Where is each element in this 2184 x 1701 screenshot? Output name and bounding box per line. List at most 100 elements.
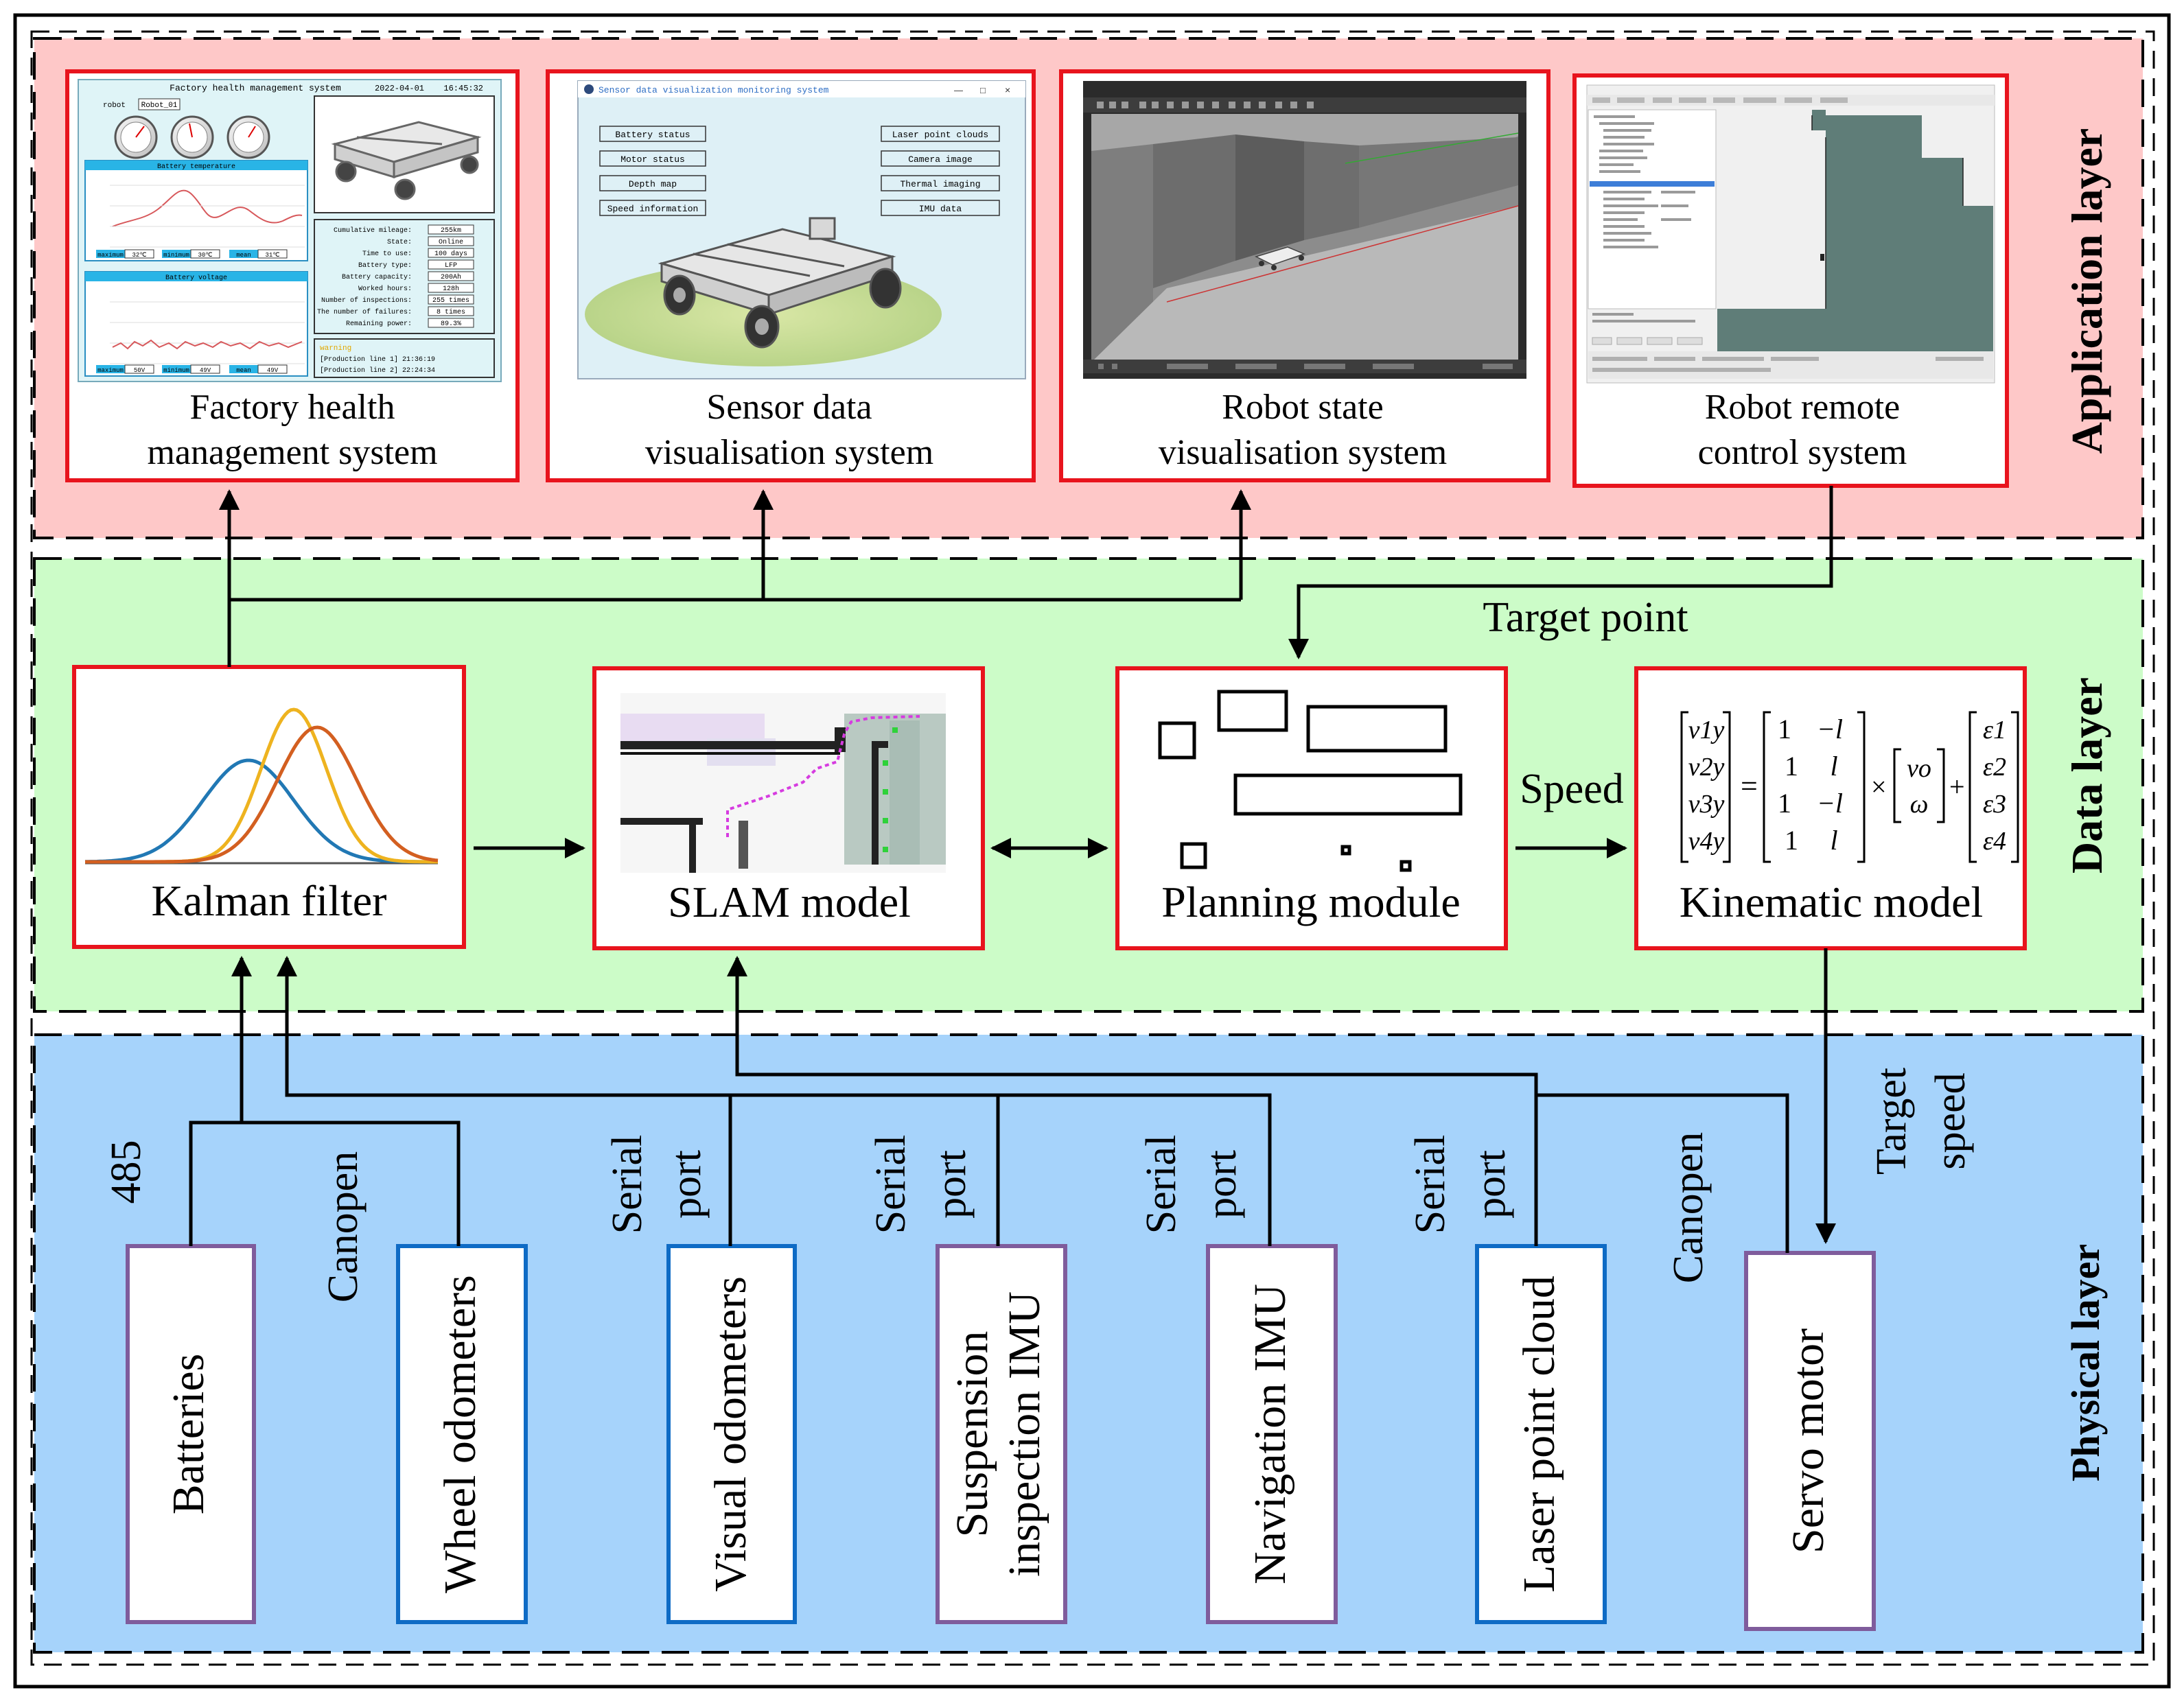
remote-control-system[interactable]: Robot remote control system [1572,73,2009,488]
fh-voltage-stats: maximum 50V minimum 49V mean 49V [96,364,288,374]
laser-point-clouds-button[interactable] [881,126,1000,142]
device-suspension-imu-label-2: inspection IMU [999,1291,1049,1577]
minimize-icon[interactable]: — [954,85,963,95]
eq-m-1-0: 1 [1785,751,1798,782]
protocol-canopen-wheel: Canopen [320,1151,367,1302]
device-navigation-imu[interactable]: Navigation IMU [1206,1244,1338,1624]
battery-status-button[interactable] [599,126,706,142]
device-visual-odometers[interactable]: Visual odometers [666,1244,797,1624]
fh-temp-stat-1: 32℃ [132,252,147,259]
sensor-screenshot: Sensor data visualization monitoring sys… [577,80,1026,379]
fh-warning-line-0: [Production line 1] 21:36:19 [320,355,435,364]
device-batteries[interactable]: Batteries [126,1244,256,1624]
fh-info-label-1: State: [387,239,412,246]
servo-feedback-line [1536,1093,1789,1253]
robot-chassis-icon [658,217,902,349]
kalman-filter-module[interactable]: Kalman filter [72,665,466,949]
thermal-imaging-button[interactable] [881,175,1000,191]
close-icon[interactable]: × [1005,84,1010,95]
eq-vec-0: vo [1907,754,1931,783]
laser-servo-to-slam [727,956,1538,1246]
remote-to-planning-arrow [1288,486,1833,659]
fh-volt-stat-3: 49V [200,367,211,374]
protocol-serial-visual-2: port [663,1150,710,1219]
sensor-title-2: visualisation system [645,433,933,472]
eq-m-0-1: −l [1817,714,1843,744]
factory-health-title-1: Factory health [190,388,395,427]
fh-info-value-8: 89.3% [441,320,461,328]
fh-info-value-1: Online [439,238,463,246]
batteries-wheel-bus [189,1121,461,1246]
gauge-icon [114,115,270,159]
battery-status-label: Battery status [615,130,690,140]
maximize-icon[interactable]: □ [980,85,986,95]
fh-info-label-5: Worked hours: [358,285,412,293]
fh-info-label-0: Cumulative mileage: [334,226,412,235]
fh-date: 2022-04-01 [375,84,424,93]
imu-bus-to-kalman-2 [287,958,1272,1246]
device-suspension-imu[interactable]: Suspension inspection IMU [936,1244,1067,1624]
fh-warning-line-1: [Production line 2] 22:24:34 [320,366,435,375]
device-wheel-odometers[interactable]: Wheel odometers [396,1244,528,1624]
target-point-label: Target point [1483,594,1688,641]
fh-volt-stat-0: maximum [97,367,124,374]
fh-volt-stat-4: mean [236,367,251,374]
depth-map-label: Depth map [629,179,677,189]
fh-info-value-7: 8 times [437,308,465,316]
imu-data-button[interactable] [881,200,1000,216]
robot-model-icon [1254,246,1306,270]
motor-status-button[interactable] [599,150,706,167]
planning-module[interactable]: Planning module [1115,666,1508,950]
svg-text:=: = [1741,769,1758,803]
fh-info-label-7: The number of failures: [317,308,412,316]
planning-module-label: Planning module [1161,878,1461,926]
device-suspension-imu-label-1: Suspension [947,1331,997,1538]
camera-image-button[interactable] [881,150,1000,167]
eq-m-3-0: 1 [1785,825,1798,856]
fh-temp-curve [112,189,303,227]
sensor-title-1: Sensor data [706,388,872,427]
fh-volt-stat-2: minimum [163,367,189,374]
speed-information-label: Speed information [607,204,699,214]
depth-map-button[interactable] [599,175,706,191]
imu-data-label: IMU data [919,204,962,214]
device-laser-point-cloud-label: Laser point cloud [1514,1276,1564,1593]
sensor-visualisation-system[interactable]: Sensor data visualization monitoring sys… [546,69,1036,482]
device-laser-point-cloud[interactable]: Laser point cloud [1475,1244,1607,1624]
fh-temp-title: Battery temperature [157,163,235,171]
eq-eps-0: ε1 [1983,716,2006,744]
gazebo-screenshot [1083,81,1526,379]
svg-text:+: + [1949,771,1965,802]
eq-m-0-0: 1 [1778,714,1791,744]
fh-info-value-0: 255km [441,226,461,235]
fh-temp-stat-3: 30℃ [198,252,213,259]
robot-state-title-1: Robot state [1222,388,1383,427]
protocol-serial-suspension-2: port [928,1150,975,1219]
rviz-screenshot [1586,84,1995,384]
slam-model-module[interactable]: SLAM model [592,666,985,950]
kalman-filter-label: Kalman filter [152,876,387,925]
data-layer-label: Data layer [2063,677,2111,873]
fh-temp-stats: maximum 32℃ minimum 30℃ mean 31℃ [96,249,288,259]
fh-info-value-5: 128h [443,285,459,293]
protocol-serial-laser-2: port [1467,1150,1514,1219]
protocol-serial-laser-1: Serial [1407,1135,1454,1234]
speed-information-button[interactable] [599,200,706,216]
device-servo-motor[interactable]: Servo motor [1744,1251,1876,1631]
device-visual-odometers-label: Visual odometers [706,1276,756,1592]
eq-eps-3: ε4 [1983,827,2006,856]
kinematic-model-module[interactable]: v1y v2y v3y v4y = 1 −l 1 l 1 −l 1 l × vo… [1634,666,2027,950]
fh-voltage-curve [112,339,303,350]
physical-layer-label: Physical layer [2063,1244,2108,1481]
protocol-serial-visual-1: Serial [604,1135,651,1234]
fh-voltage-title: Battery voltage [165,274,227,282]
protocol-serial-navigation-2: port [1198,1150,1245,1219]
fh-robot-label: robot [103,102,126,110]
protocol-serial-suspension-1: Serial [868,1135,914,1234]
factory-health-system[interactable]: Factory health management system 2022-04… [65,69,520,482]
gaussian-curves-icon [84,707,439,865]
fh-info-label-8: Remaining power: [346,320,412,328]
device-navigation-imu-label: Navigation IMU [1245,1284,1295,1584]
fh-info-value-2: 100 days [434,250,467,258]
robot-state-system[interactable]: Robot state visualisation system [1059,69,1550,482]
